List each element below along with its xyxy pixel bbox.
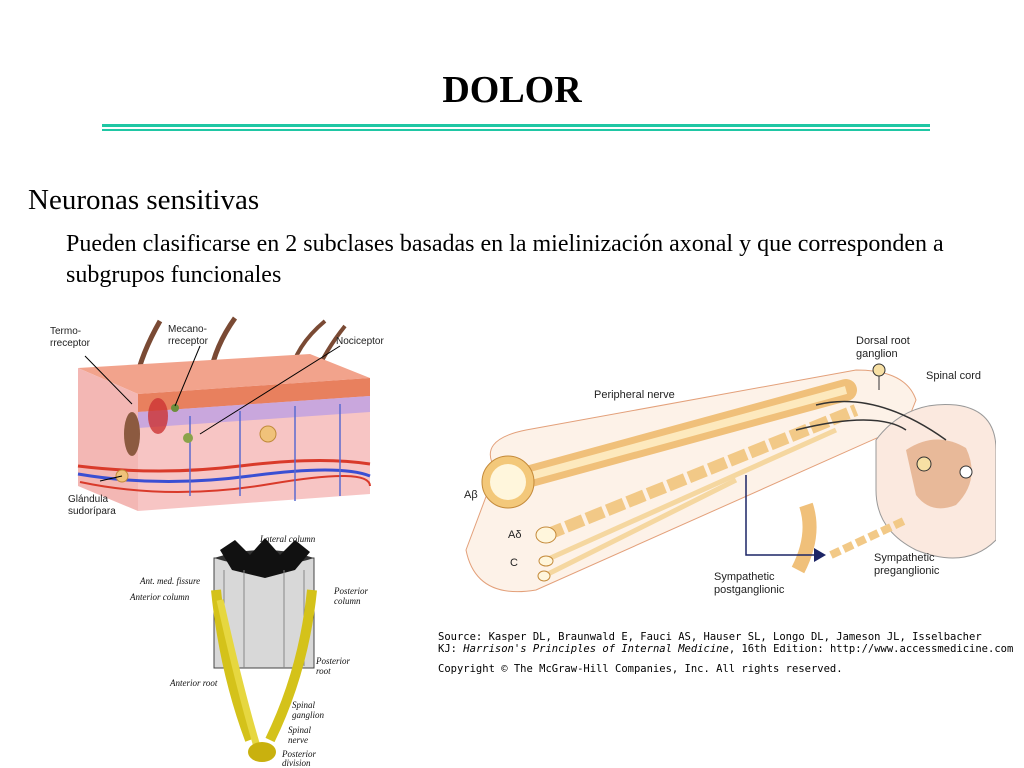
source-line-1: Source: Kasper DL, Braunwald E, Fauci AS… [438,631,982,643]
section-heading: Neuronas sensitivas [28,184,260,216]
posterior-column-label-2: column [334,596,361,606]
sym-pre-label-2: preganglionic [874,565,940,577]
skin-receptors-figure: Termo- rreceptor Mecano- rreceptor Nocic… [50,316,384,517]
anterior-root-label: Anterior root [169,678,218,688]
gland-label-2: sudorípara [68,506,116,517]
posterior-root-label-1: Posterior [315,656,350,666]
posterior-division-label-1: Posterior [281,749,316,759]
gland-label-1: Glándula [68,494,108,505]
a-delta-label: Aδ [508,529,521,541]
posterior-root-label-2: root [316,666,331,676]
thermo-label-1: Termo- [50,326,81,337]
copyright-line: Copyright © The McGraw-Hill Companies, I… [438,663,843,675]
spinal-nerve-label-2: nerve [288,735,308,745]
a-beta-label: Aβ [464,489,478,501]
spinal-ganglion-label-2: ganglion [292,710,325,720]
mechano-label-1: Mecano- [168,324,207,335]
peripheral-nerve-label: Peripheral nerve [594,389,675,401]
thermo-label-2: rreceptor [50,338,91,349]
source-line-2-prefix: KJ: [438,643,464,655]
body-text: Pueden clasificarse en 2 subclases basad… [66,231,944,288]
nociceptor-label: Nociceptor [336,336,384,347]
spinal-ganglion-label-1: Spinal [292,700,316,710]
sym-post-label-2: postganglionic [714,584,785,596]
spinal-nerve-label-1: Spinal [288,725,312,735]
sym-post-label-1: Sympathetic [714,571,775,583]
slide-title: DOLOR [442,69,582,111]
nerve-fibers-figure: Dorsal root ganglion Spinal cord Periphe… [464,335,996,596]
ant-med-fissure-label: Ant. med. fissure [139,576,200,586]
title-rule-bottom [102,129,930,131]
posterior-column-label-1: Posterior [333,586,368,596]
posterior-division-label-2: division [282,758,311,768]
spinal-cord-figure: Lateral column Ant. med. fissure Anterio… [129,534,368,768]
mechano-label-2: rreceptor [168,336,209,347]
drg-label-2: ganglion [856,348,898,360]
source-line-2: KJ: Harrison's Principles of Internal Me… [438,643,1013,655]
c-label: C [510,557,518,569]
anterior-column-label: Anterior column [129,592,190,602]
source-book-title: Harrison's Principles of Internal Medici… [463,643,729,655]
sym-pre-label-1: Sympathetic [874,552,935,564]
spinal-cord-label: Spinal cord [926,370,981,382]
source-line-2-suffix: , 16th Edition: http://www.accessmedicin… [728,643,1014,655]
lateral-column-label: Lateral column [259,534,316,544]
drg-label-1: Dorsal root [856,335,910,347]
title-rule-top [102,124,930,127]
